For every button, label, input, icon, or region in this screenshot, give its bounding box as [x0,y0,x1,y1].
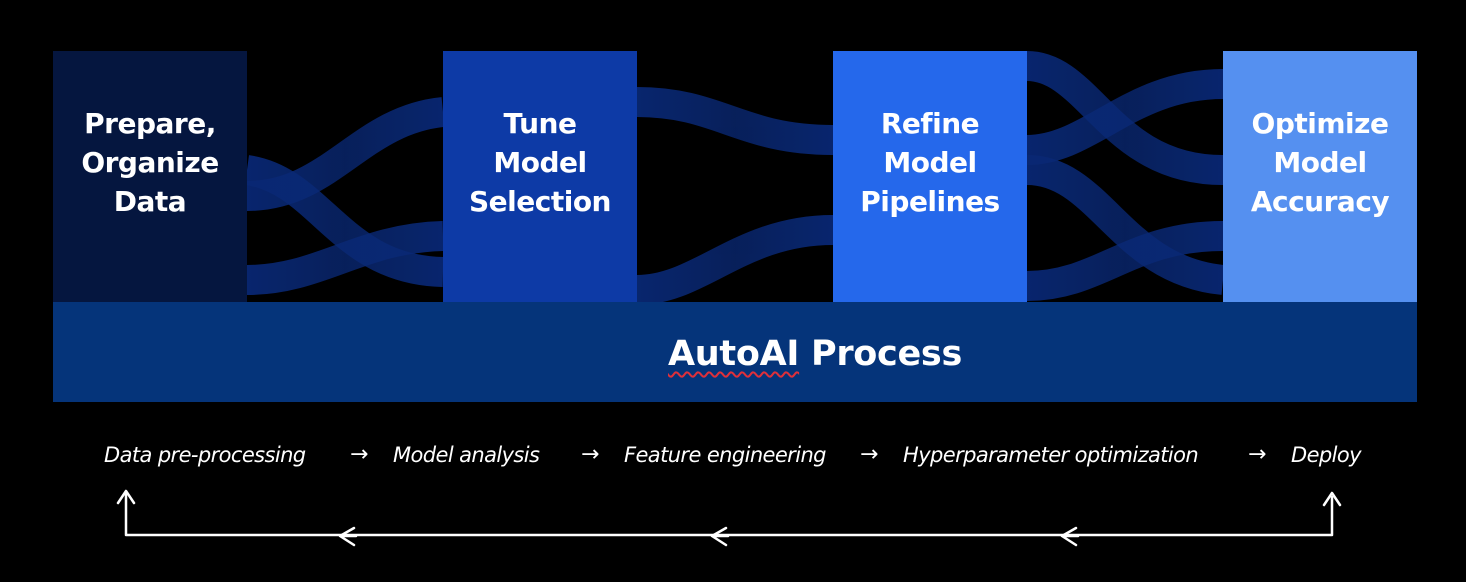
stage-label: Prepare, Organize Data [81,106,219,218]
process-title: AutoAI Process [668,334,962,374]
workflow-step-feature-engineering: Feature engineering [624,443,827,467]
ribbon [636,87,834,155]
workflow-step-data-preprocessing: Data pre-processing [104,443,306,467]
stage-label: Tune Model Selection [469,106,612,218]
stage-tune-model-selection: Tune Model Selection [443,51,637,303]
stage-label: Optimize Model Accuracy [1250,106,1390,218]
arrow-right-icon: → [350,442,369,467]
ribbon [1026,221,1224,301]
process-title-word-autoai: AutoAI [668,334,800,374]
workflow-step-deploy: Deploy [1291,443,1362,467]
process-title-word-process: Process [810,334,962,374]
ribbon [636,215,834,305]
stage-refine-model-pipelines: Refine Model Pipelines [833,51,1027,303]
arrow-right-icon: → [581,442,600,467]
arrow-right-icon: → [860,442,879,467]
workflow-steps: Data pre-processing → Model analysis → F… [0,442,1466,475]
arrow-right-icon: → [1248,442,1267,467]
stage-optimize-model-accuracy: Optimize Model Accuracy [1223,51,1417,303]
workflow-step-model-analysis: Model analysis [393,443,540,467]
ribbon [1026,69,1224,165]
ribbon [244,155,444,287]
stage-prepare-data: Prepare, Organize Data [53,51,247,303]
ribbon [246,221,444,295]
process-bar: AutoAI Process [53,302,1417,402]
ribbon [1025,155,1225,295]
workflow-step-hyperparameter-optimization: Hyperparameter optimization [903,443,1199,467]
stage-label: Refine Model Pipelines [860,106,1000,218]
